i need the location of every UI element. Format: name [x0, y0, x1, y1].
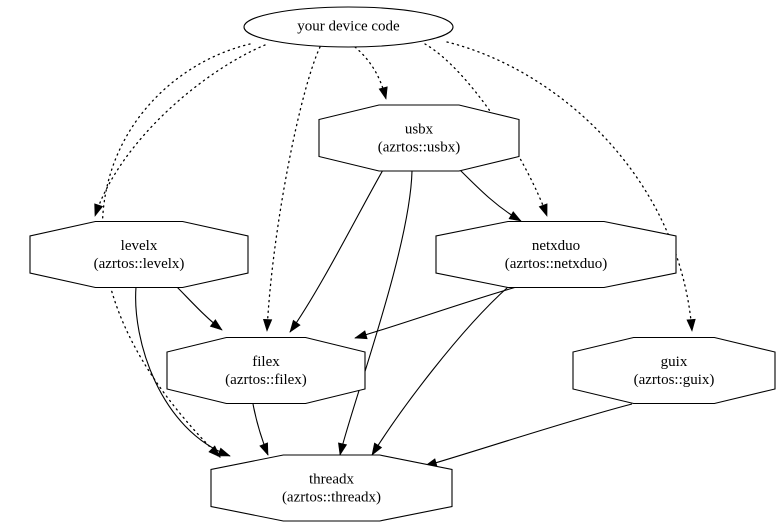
arrowhead — [371, 442, 383, 456]
node-shape-device — [243, 6, 454, 48]
edge-line — [135, 286, 231, 457]
arrowhead — [354, 330, 368, 340]
edge-line — [94, 44, 266, 217]
arrowhead — [259, 442, 269, 456]
edge-line — [354, 285, 521, 339]
edge-device-to-guix — [446, 41, 696, 332]
edge-netxduo-to-threadx — [371, 286, 509, 456]
edge-line — [266, 46, 321, 332]
edge-line — [289, 169, 384, 333]
edge-line — [371, 286, 509, 456]
edge-line — [424, 403, 633, 467]
node-levelx[interactable]: levelx(azrtos::levelx) — [29, 220, 249, 289]
arrowhead — [208, 445, 221, 458]
edge-netxduo-to-filex — [354, 285, 521, 340]
node-label-guix: guix — [661, 354, 688, 370]
node-guix[interactable]: guix(azrtos::guix) — [572, 336, 776, 405]
edge-device-to-levelx — [94, 44, 266, 217]
node-label-usbx: usbx — [405, 121, 434, 137]
arrowhead — [338, 442, 348, 456]
node-shape-guix — [572, 336, 776, 405]
arrowhead — [538, 203, 548, 217]
edge-filex-to-threadx — [252, 403, 269, 456]
node-sublabel-usbx: (azrtos::usbx) — [378, 139, 460, 155]
node-sublabel-levelx: (azrtos::levelx) — [94, 256, 185, 272]
node-threadx[interactable]: threadx(azrtos::threadx) — [210, 454, 453, 522]
edges-layer — [94, 41, 696, 468]
edge-device-to-filex — [262, 46, 321, 332]
edge-device-to-usbx — [354, 46, 388, 100]
edge-line — [339, 170, 413, 456]
node-sublabel-filex: (azrtos::filex) — [225, 372, 307, 388]
node-filex[interactable]: filex(azrtos::filex) — [166, 336, 366, 405]
arrowhead — [217, 447, 231, 457]
arrowhead — [686, 318, 696, 332]
edge-device-to-threadx — [101, 43, 251, 458]
arrowhead — [94, 203, 104, 217]
node-label-levelx: levelx — [121, 238, 158, 254]
edge-line — [446, 41, 693, 332]
nodes-layer: your device codeusbx(azrtos::usbx)levelx… — [29, 6, 776, 522]
node-sublabel-threadx: (azrtos::threadx) — [282, 489, 381, 505]
edge-levelx-to-filex — [174, 284, 223, 331]
edge-line — [101, 43, 251, 458]
node-label-filex: filex — [252, 354, 280, 370]
arrowhead — [289, 319, 301, 333]
node-label-device: your device code — [297, 18, 400, 34]
node-shape-netxduo — [435, 220, 677, 289]
node-label-netxduo: netxduo — [532, 238, 580, 254]
arrowhead — [378, 86, 388, 100]
node-sublabel-netxduo: (azrtos::netxduo) — [505, 256, 607, 272]
arrowhead — [209, 319, 223, 331]
node-shape-usbx — [318, 104, 520, 172]
edge-levelx-to-threadx — [135, 286, 231, 457]
node-sublabel-guix: (azrtos::guix) — [634, 372, 715, 388]
edge-usbx-to-threadx — [338, 170, 413, 456]
node-shape-levelx — [29, 220, 249, 289]
node-usbx[interactable]: usbx(azrtos::usbx) — [318, 104, 520, 172]
edge-usbx-to-filex — [289, 169, 384, 333]
edge-usbx-to-netxduo — [459, 169, 522, 222]
node-device[interactable]: your device code — [243, 6, 454, 48]
node-shape-filex — [166, 336, 366, 405]
arrowhead — [508, 211, 522, 222]
node-label-threadx: threadx — [309, 471, 354, 487]
arrowhead — [262, 318, 273, 332]
edge-guix-to-threadx — [424, 403, 633, 468]
node-netxduo[interactable]: netxduo(azrtos::netxduo) — [435, 220, 677, 289]
node-shape-threadx — [210, 454, 453, 522]
